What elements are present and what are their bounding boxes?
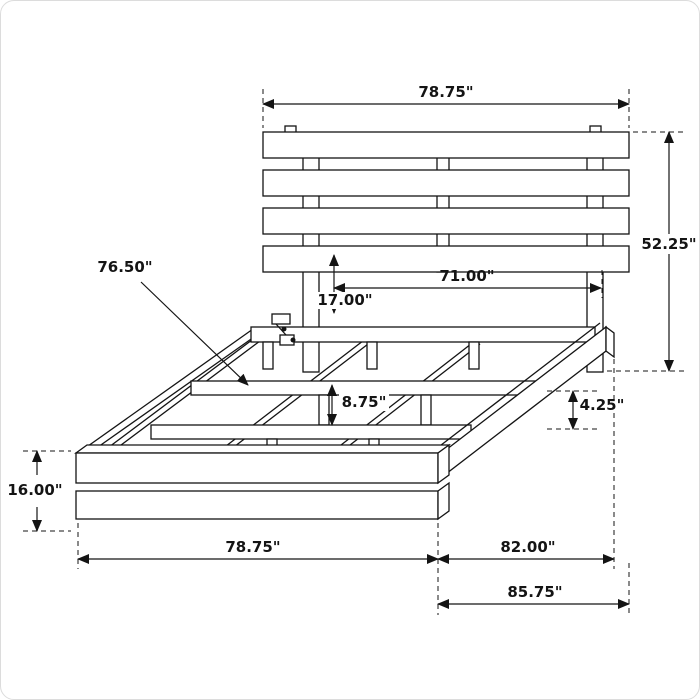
dimension-label: 78.75" — [225, 538, 280, 556]
label-backing — [339, 394, 389, 411]
bracket-bolt — [281, 326, 287, 332]
dimension-label: 17.00" — [317, 291, 372, 309]
slat-leg — [366, 341, 378, 370]
dim-overall-length: 85.75" — [437, 563, 630, 615]
footboard — [74, 443, 451, 521]
dimension-label: 82.00" — [500, 538, 555, 556]
dim-frame-width: 78.75" — [77, 523, 439, 615]
support-rail — [100, 337, 265, 461]
dimension-label: 78.75" — [418, 83, 473, 101]
label-backing — [579, 397, 627, 414]
support-rail — [100, 330, 265, 454]
headboard-slat — [262, 169, 630, 197]
side-rail-top-face — [431, 322, 601, 453]
dimension-label: 85.75" — [507, 583, 562, 601]
footboard-board — [75, 452, 439, 484]
headboard-slat — [262, 207, 630, 235]
bracket-plate — [271, 313, 291, 325]
dimension-label: 71.00" — [439, 267, 494, 285]
dimension-label: 52.25" — [641, 235, 696, 253]
dimension-label: 76.50" — [97, 258, 152, 276]
support-rail — [212, 340, 373, 464]
dim-platform-slat-height: 8.75" — [327, 384, 389, 426]
footboard-board — [75, 490, 439, 520]
dim-headboard-height: 52.25" — [607, 131, 699, 372]
left-side-rail-edge — [80, 336, 255, 460]
slat-leg — [468, 341, 480, 370]
left-side-rail-edge — [80, 328, 254, 452]
footboard-end-face — [437, 443, 450, 485]
headboard-slat — [262, 245, 630, 273]
dim-inner-width: 71.00" — [333, 267, 603, 298]
dim-frame-length: 82.00" — [437, 359, 615, 569]
label-backing — [317, 292, 373, 309]
slat-support-rails — [80, 328, 481, 467]
front-cross-slat — [150, 424, 472, 440]
dimension-label: 4.25" — [580, 396, 625, 414]
label-backing — [640, 234, 699, 254]
headboard — [262, 125, 630, 273]
mounting-bracket — [271, 313, 296, 346]
dim-slat-rail-length: 76.50" — [97, 258, 249, 386]
footboard-top-face — [74, 444, 451, 454]
dimension-label: 8.75" — [342, 393, 387, 411]
slat-leg — [318, 394, 330, 426]
side-rail-end-cap — [605, 325, 615, 359]
slat-leg — [262, 341, 274, 370]
dim-footboard-height: 16.00" — [7, 450, 71, 532]
bracket-bolt — [290, 337, 296, 343]
leader-line — [140, 281, 249, 386]
bracket-hook — [275, 323, 287, 336]
dim-headboard-width: 78.75" — [262, 83, 630, 128]
slat-leg — [420, 394, 432, 426]
footboard-end-face — [437, 481, 450, 521]
back-cross-rail — [250, 326, 596, 343]
platform-cross-slats — [150, 326, 596, 466]
headboard-slat — [262, 131, 630, 159]
dim-headboard-clearance: 17.00" — [317, 254, 373, 314]
dimension-label: 16.00" — [7, 481, 62, 499]
dim-side-rail-height: 4.25" — [547, 390, 627, 430]
